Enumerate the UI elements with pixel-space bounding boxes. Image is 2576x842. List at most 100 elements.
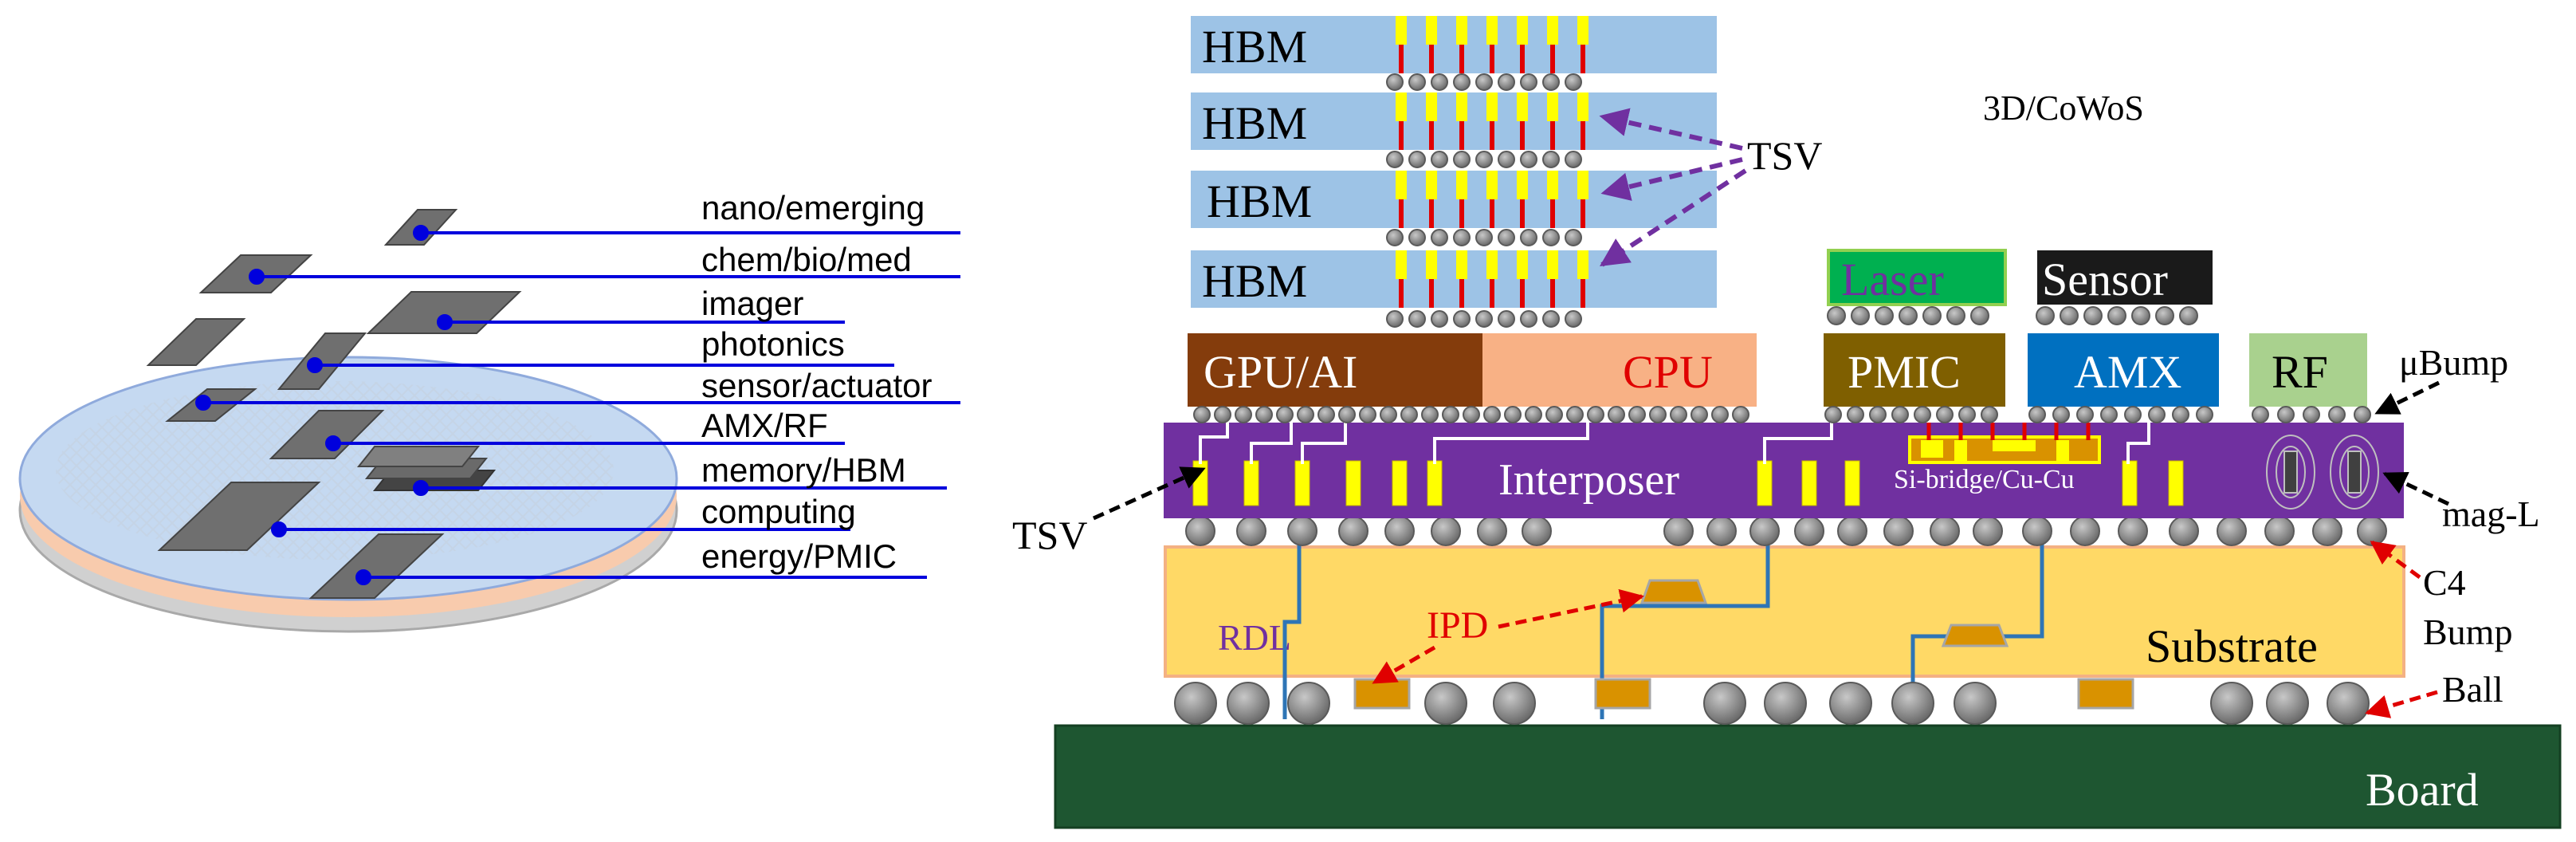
interposer-tsv xyxy=(1392,460,1408,506)
c4-bump xyxy=(2357,516,2387,546)
hbm-tsv-red xyxy=(1581,121,1585,150)
hbm-tsv-columns xyxy=(1396,16,1588,308)
substrate xyxy=(1164,545,2405,678)
c4-bump xyxy=(1930,516,1960,546)
wafer-label-memory: memory/HBM xyxy=(701,451,906,489)
hbm-tsv-red xyxy=(1490,199,1494,228)
hbm-tsv-yellow xyxy=(1577,250,1588,279)
wafer-label-energy: energy/PMIC xyxy=(701,537,897,575)
interposer-tsv xyxy=(1801,460,1817,506)
micro-bump xyxy=(1359,406,1376,423)
micro-bump xyxy=(1566,406,1584,423)
c4-bumps xyxy=(1185,516,2387,546)
micro-bump xyxy=(1463,406,1480,423)
hbm-tsv-red xyxy=(1429,121,1434,150)
hbm-label-1: HBM xyxy=(1202,21,1307,73)
micro-bump xyxy=(1235,406,1252,423)
interposer-tsv xyxy=(2168,460,2184,506)
hbm-tsv-yellow xyxy=(1547,250,1558,279)
board xyxy=(1054,724,2562,829)
ipd-arrow-left xyxy=(1372,645,1436,685)
tsv-left-arrow xyxy=(1092,466,1206,521)
hbm-bump xyxy=(1475,151,1493,168)
wafer-label-nano: nano/emerging xyxy=(701,189,925,226)
solder-ball xyxy=(1174,682,1217,725)
micro-bump xyxy=(2354,406,2371,423)
hbm-bump xyxy=(1431,73,1448,91)
micro-bump xyxy=(2076,406,2094,423)
interposer-label: Interposer xyxy=(1498,455,1679,505)
hbm-bump xyxy=(1386,310,1404,328)
leader-dot-memory xyxy=(413,480,429,496)
hbm-tsv-yellow xyxy=(1486,250,1498,279)
laser-bump xyxy=(1922,306,1942,325)
wafer-label-computing: computing xyxy=(701,493,856,530)
sensor-bump xyxy=(2083,306,2103,325)
micro-bump xyxy=(1297,406,1314,423)
hbm-bump xyxy=(1498,310,1515,328)
hbm-bump xyxy=(1408,73,1426,91)
leader-dot-energy xyxy=(355,569,371,585)
laser-bump xyxy=(1899,306,1918,325)
chip-computing xyxy=(157,482,321,551)
chip-photonics-left xyxy=(146,318,246,366)
hbm-bump xyxy=(1408,229,1426,246)
ipd-label: IPD xyxy=(1427,604,1488,647)
hbm-bump xyxy=(1408,310,1426,328)
c4-bump xyxy=(2022,516,2052,546)
c4-bump xyxy=(1794,516,1824,546)
leader-dot-nano xyxy=(413,225,429,241)
cpu-die xyxy=(1482,333,1757,407)
pmic-die xyxy=(1824,333,2005,407)
hbm-tsv-red xyxy=(1490,45,1494,73)
hbm-tsv-yellow xyxy=(1486,16,1498,45)
micro-bump xyxy=(1711,406,1729,423)
laser-sensor-bumps xyxy=(1827,306,2198,325)
wafer-illustration: nano/emerging chem/bio/med imager photon… xyxy=(18,189,960,633)
hbm-tsv-red xyxy=(1550,279,1555,308)
ubump-label: μBump xyxy=(2399,342,2508,383)
chip-sensor xyxy=(165,388,257,422)
sensor-bump xyxy=(2036,306,2055,325)
c4-bump xyxy=(2070,516,2100,546)
interposer-trace-6 xyxy=(2126,419,2150,464)
amx-die xyxy=(2028,333,2219,407)
leader-dot-imager xyxy=(437,314,453,330)
c4-bump xyxy=(1663,516,1694,546)
solder-ball xyxy=(1829,682,1872,725)
hbm-bump xyxy=(1431,310,1448,328)
hbm-bump xyxy=(1565,151,1582,168)
laser-bump xyxy=(1875,306,1894,325)
micro-bump xyxy=(1628,406,1646,423)
hbm-tsv-yellow xyxy=(1486,92,1498,121)
hbm-tsv-red xyxy=(1520,199,1525,228)
hbm-tsv-red xyxy=(1399,121,1404,150)
hbm-tsv-yellow xyxy=(1396,250,1407,279)
hbm-tsv-yellow xyxy=(1547,16,1558,45)
hbm-tsv-yellow xyxy=(1577,171,1588,199)
pmic-label: PMIC xyxy=(1848,346,1961,398)
tsv-arrow-3 xyxy=(1599,168,1747,267)
solder-ball xyxy=(1424,682,1467,725)
solder-ball xyxy=(1287,682,1330,725)
hbm-bump xyxy=(1520,151,1537,168)
sensor-label: Sensor xyxy=(2042,254,2168,305)
hbm-bump xyxy=(1453,73,1471,91)
hbm-bump xyxy=(1408,151,1426,168)
sensor-bump xyxy=(2060,306,2079,325)
micro-bump xyxy=(1483,406,1501,423)
gpu-die xyxy=(1188,333,1482,407)
hbm-tsv-yellow xyxy=(1517,92,1528,121)
hbm-bump xyxy=(1542,151,1560,168)
wafer-label-sensor: sensor/actuator xyxy=(701,367,933,404)
hbm-tsv-yellow xyxy=(1456,171,1467,199)
hbm-tsv-red xyxy=(1429,279,1434,308)
solder-ball xyxy=(1703,682,1746,725)
hbm-tsv-red xyxy=(1459,279,1464,308)
rf-label: RF xyxy=(2272,346,2328,398)
micro-bump xyxy=(1958,406,1976,423)
hbm-bump xyxy=(1565,310,1582,328)
sensor-bump xyxy=(2131,306,2150,325)
micro-bump xyxy=(1338,406,1356,423)
